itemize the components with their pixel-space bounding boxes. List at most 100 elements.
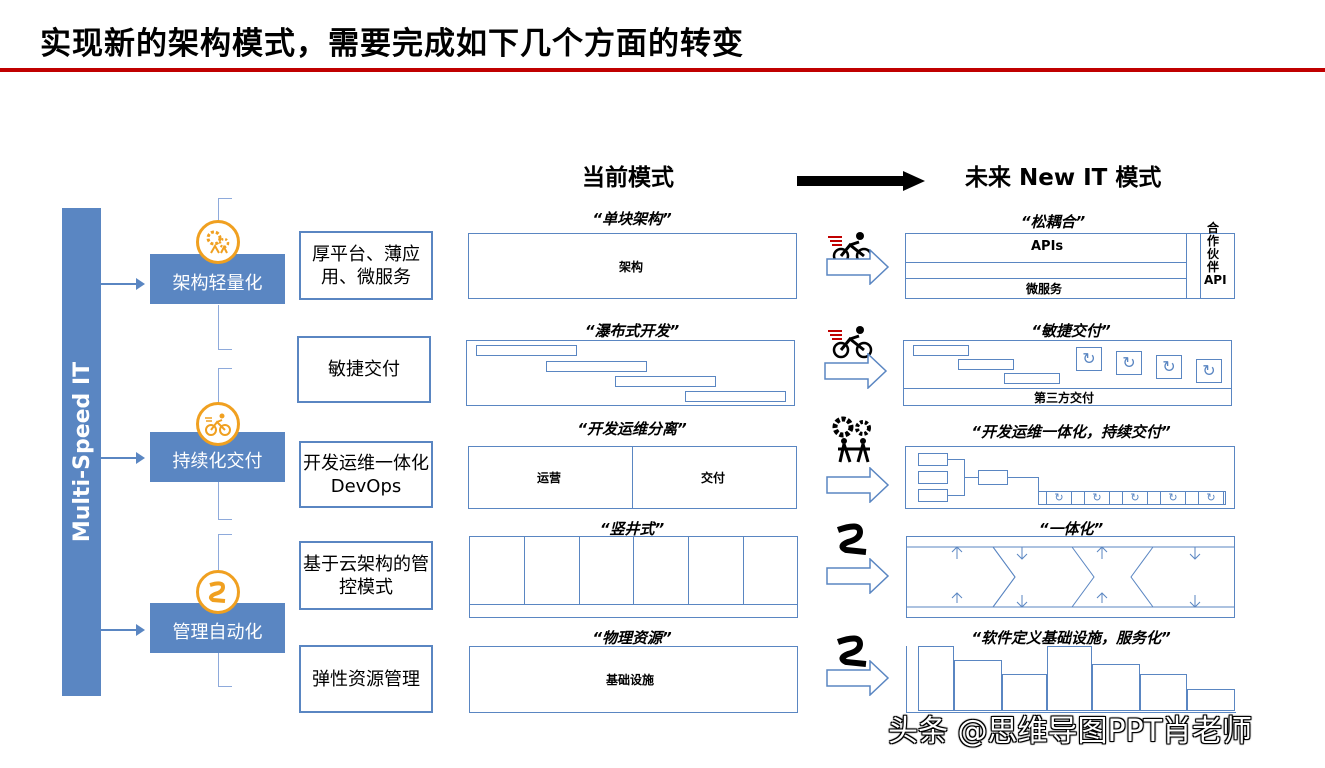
box-text: 架构 (619, 260, 644, 274)
bracket-line (218, 534, 219, 570)
middle-item: 基于云架构的管控模式 (299, 541, 433, 610)
silo-divider (633, 537, 634, 604)
title-divider (0, 68, 1325, 72)
bracket-line (218, 482, 219, 520)
future-row-label: “松耦合” (1020, 213, 1086, 231)
layer-line (904, 388, 1231, 389)
current-row-label: “瀑布式开发” (584, 322, 680, 340)
gantt-bar (546, 361, 647, 372)
future-mode-header: 未来 New IT 模式 (965, 165, 1162, 191)
separated-box: 运营 交付 (468, 446, 797, 509)
bracket-tick (218, 198, 232, 199)
silo-base (470, 604, 797, 605)
hollow-arrow-icon (826, 558, 890, 594)
box-text: 第三方交付 (1034, 391, 1095, 405)
future-row-label: “一体化” (1038, 520, 1104, 538)
flow-node (918, 471, 948, 484)
bracket-line (218, 368, 219, 408)
bracket-tick (218, 534, 232, 535)
resource-block (1002, 674, 1047, 711)
cycle-icon: ↻ (1116, 351, 1142, 375)
resource-block (954, 660, 1002, 711)
right-arrow-head (903, 171, 925, 191)
gantt-bar (685, 391, 786, 402)
cycle-icon: ↻ (1084, 491, 1110, 505)
resource-block (1092, 664, 1140, 711)
multi-speed-it-bar: Multi-Speed IT (62, 208, 101, 696)
silo-divider (743, 537, 744, 604)
layer-line (1200, 234, 1201, 298)
cyclist-icon (196, 402, 240, 446)
multi-speed-it-label: Multi-Speed IT (70, 361, 95, 543)
watermark: 头条 @思维导图PPT肖老师 (888, 714, 1253, 749)
flow-line (1038, 477, 1039, 491)
current-row-label: “单块架构” (592, 210, 672, 228)
devops-box: ↻ ↻ ↻ ↻ ↻ (905, 446, 1235, 509)
integrated-diagram (907, 546, 1234, 608)
box-text: APIs (1031, 239, 1064, 254)
cycle-icon: ↻ (1198, 491, 1224, 505)
flow-line (1008, 477, 1038, 478)
divider (632, 447, 633, 508)
loose-coupling-box: APIs 微服务 合作伙伴API (905, 222, 1235, 299)
flow-node (978, 470, 1008, 485)
cycle-icon: ↻ (1156, 355, 1182, 379)
flow-node (918, 453, 948, 466)
sdi-box (906, 646, 1236, 713)
current-mode-header: 当前模式 (582, 165, 674, 191)
resource-block (1187, 689, 1235, 711)
resource-block (1140, 674, 1187, 711)
physical-box: 基础设施 (469, 646, 798, 713)
current-row-label: “开发运维分离” (577, 420, 687, 438)
flow-line (964, 477, 978, 478)
gantt-bar (958, 359, 1014, 370)
z-arrow-icon (196, 570, 240, 614)
monolith-box: 架构 (468, 233, 797, 299)
cycle-icon: ↻ (1046, 491, 1072, 505)
hollow-arrow-icon (826, 660, 890, 696)
agile-box: ↻ ↻ ↻ ↻ 第三方交付 (903, 340, 1232, 406)
waterfall-box (466, 340, 795, 406)
gears-people-icon (832, 416, 871, 463)
resource-block (1047, 646, 1092, 711)
bracket-line (218, 653, 219, 687)
connector-arrow (101, 624, 145, 636)
bracket-tick (218, 686, 232, 687)
box-text: 交付 (701, 471, 726, 485)
future-row-label: “开发运维一体化，持续交付” (971, 423, 1171, 441)
gantt-bar (476, 345, 577, 356)
current-row-label: “竖井式” (599, 520, 665, 538)
cyclist-icon (828, 326, 873, 359)
silo-box (469, 536, 798, 618)
cycle-icon: ↻ (1160, 491, 1186, 505)
hollow-arrow-icon (826, 467, 890, 503)
middle-item: 厚平台、薄应用、微服务 (299, 231, 433, 300)
layer-line (1186, 234, 1187, 298)
category-label: 架构轻量化 (172, 273, 263, 294)
resource-block (918, 646, 954, 711)
gears-people-icon (196, 220, 240, 264)
z-arrow-icon (836, 635, 867, 667)
bracket-tick (218, 349, 232, 350)
category-label: 持续化交付 (172, 451, 263, 472)
category-label: 管理自动化 (172, 622, 263, 643)
gantt-bar (913, 345, 969, 356)
box-text: 基础设施 (606, 673, 655, 687)
silo-divider (524, 537, 525, 604)
cycle-icon: ↻ (1196, 359, 1222, 383)
cycle-icon: ↻ (1076, 347, 1102, 371)
silo-divider (688, 537, 689, 604)
future-row-label: “软件定义基础设施，服务化” (971, 629, 1171, 647)
connector-arrow (101, 278, 145, 290)
right-arrow-icon (797, 176, 905, 186)
middle-item: 敏捷交付 (297, 336, 431, 403)
bracket-line (218, 305, 219, 350)
partner-api-text: 合作伙伴API (1204, 221, 1227, 287)
current-row-label: “物理资源” (592, 629, 672, 647)
page-title: 实现新的架构模式，需要完成如下几个方面的转变 (40, 26, 744, 62)
bracket-tick (218, 368, 232, 369)
flow-line (948, 495, 964, 496)
layer-line (906, 278, 1186, 279)
future-row-label: “敏捷交付” (1031, 322, 1111, 340)
box-text: 运营 (537, 471, 562, 485)
